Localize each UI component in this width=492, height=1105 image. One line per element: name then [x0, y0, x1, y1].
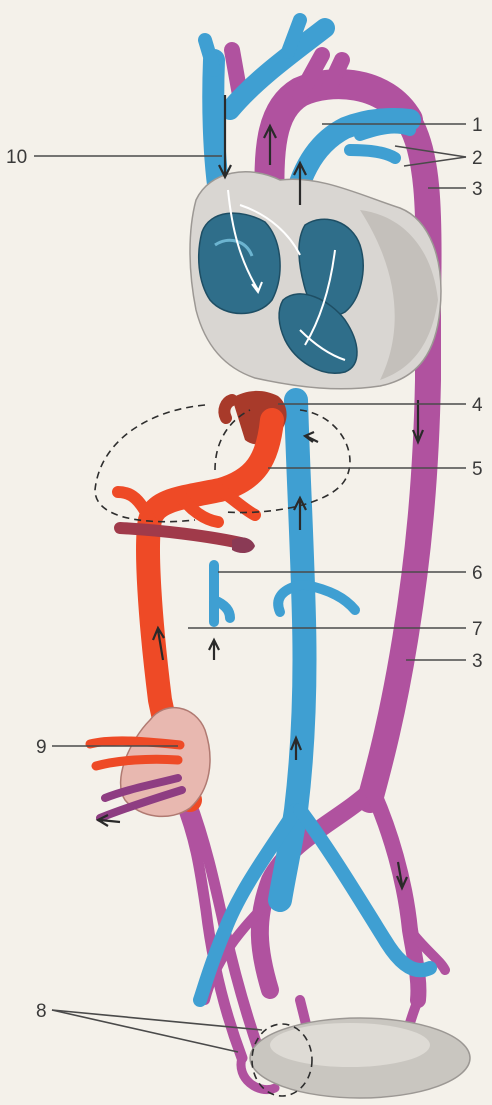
label-7: 7	[472, 619, 483, 640]
renal-veins	[278, 585, 355, 612]
label-9: 9	[36, 737, 47, 758]
label-4: 4	[472, 395, 483, 416]
label-6: 6	[472, 563, 483, 584]
hepatic-vessel-knob	[232, 537, 255, 553]
pulmonary-arteries	[350, 128, 410, 158]
label-10: 10	[6, 147, 27, 168]
label-2: 2	[472, 148, 483, 169]
arrow-portal-up	[209, 640, 219, 660]
label-8: 8	[36, 1001, 47, 1022]
leader-8b	[52, 1010, 238, 1052]
label-1: 1	[472, 115, 483, 136]
label-3-lower: 3	[472, 651, 483, 672]
right-atrium	[199, 213, 280, 313]
liver-vessel-stub	[224, 400, 232, 418]
portal-vein	[214, 565, 230, 622]
label-3-upper: 3	[472, 179, 483, 200]
label-5: 5	[472, 459, 483, 480]
bladder-highlight	[270, 1023, 430, 1067]
